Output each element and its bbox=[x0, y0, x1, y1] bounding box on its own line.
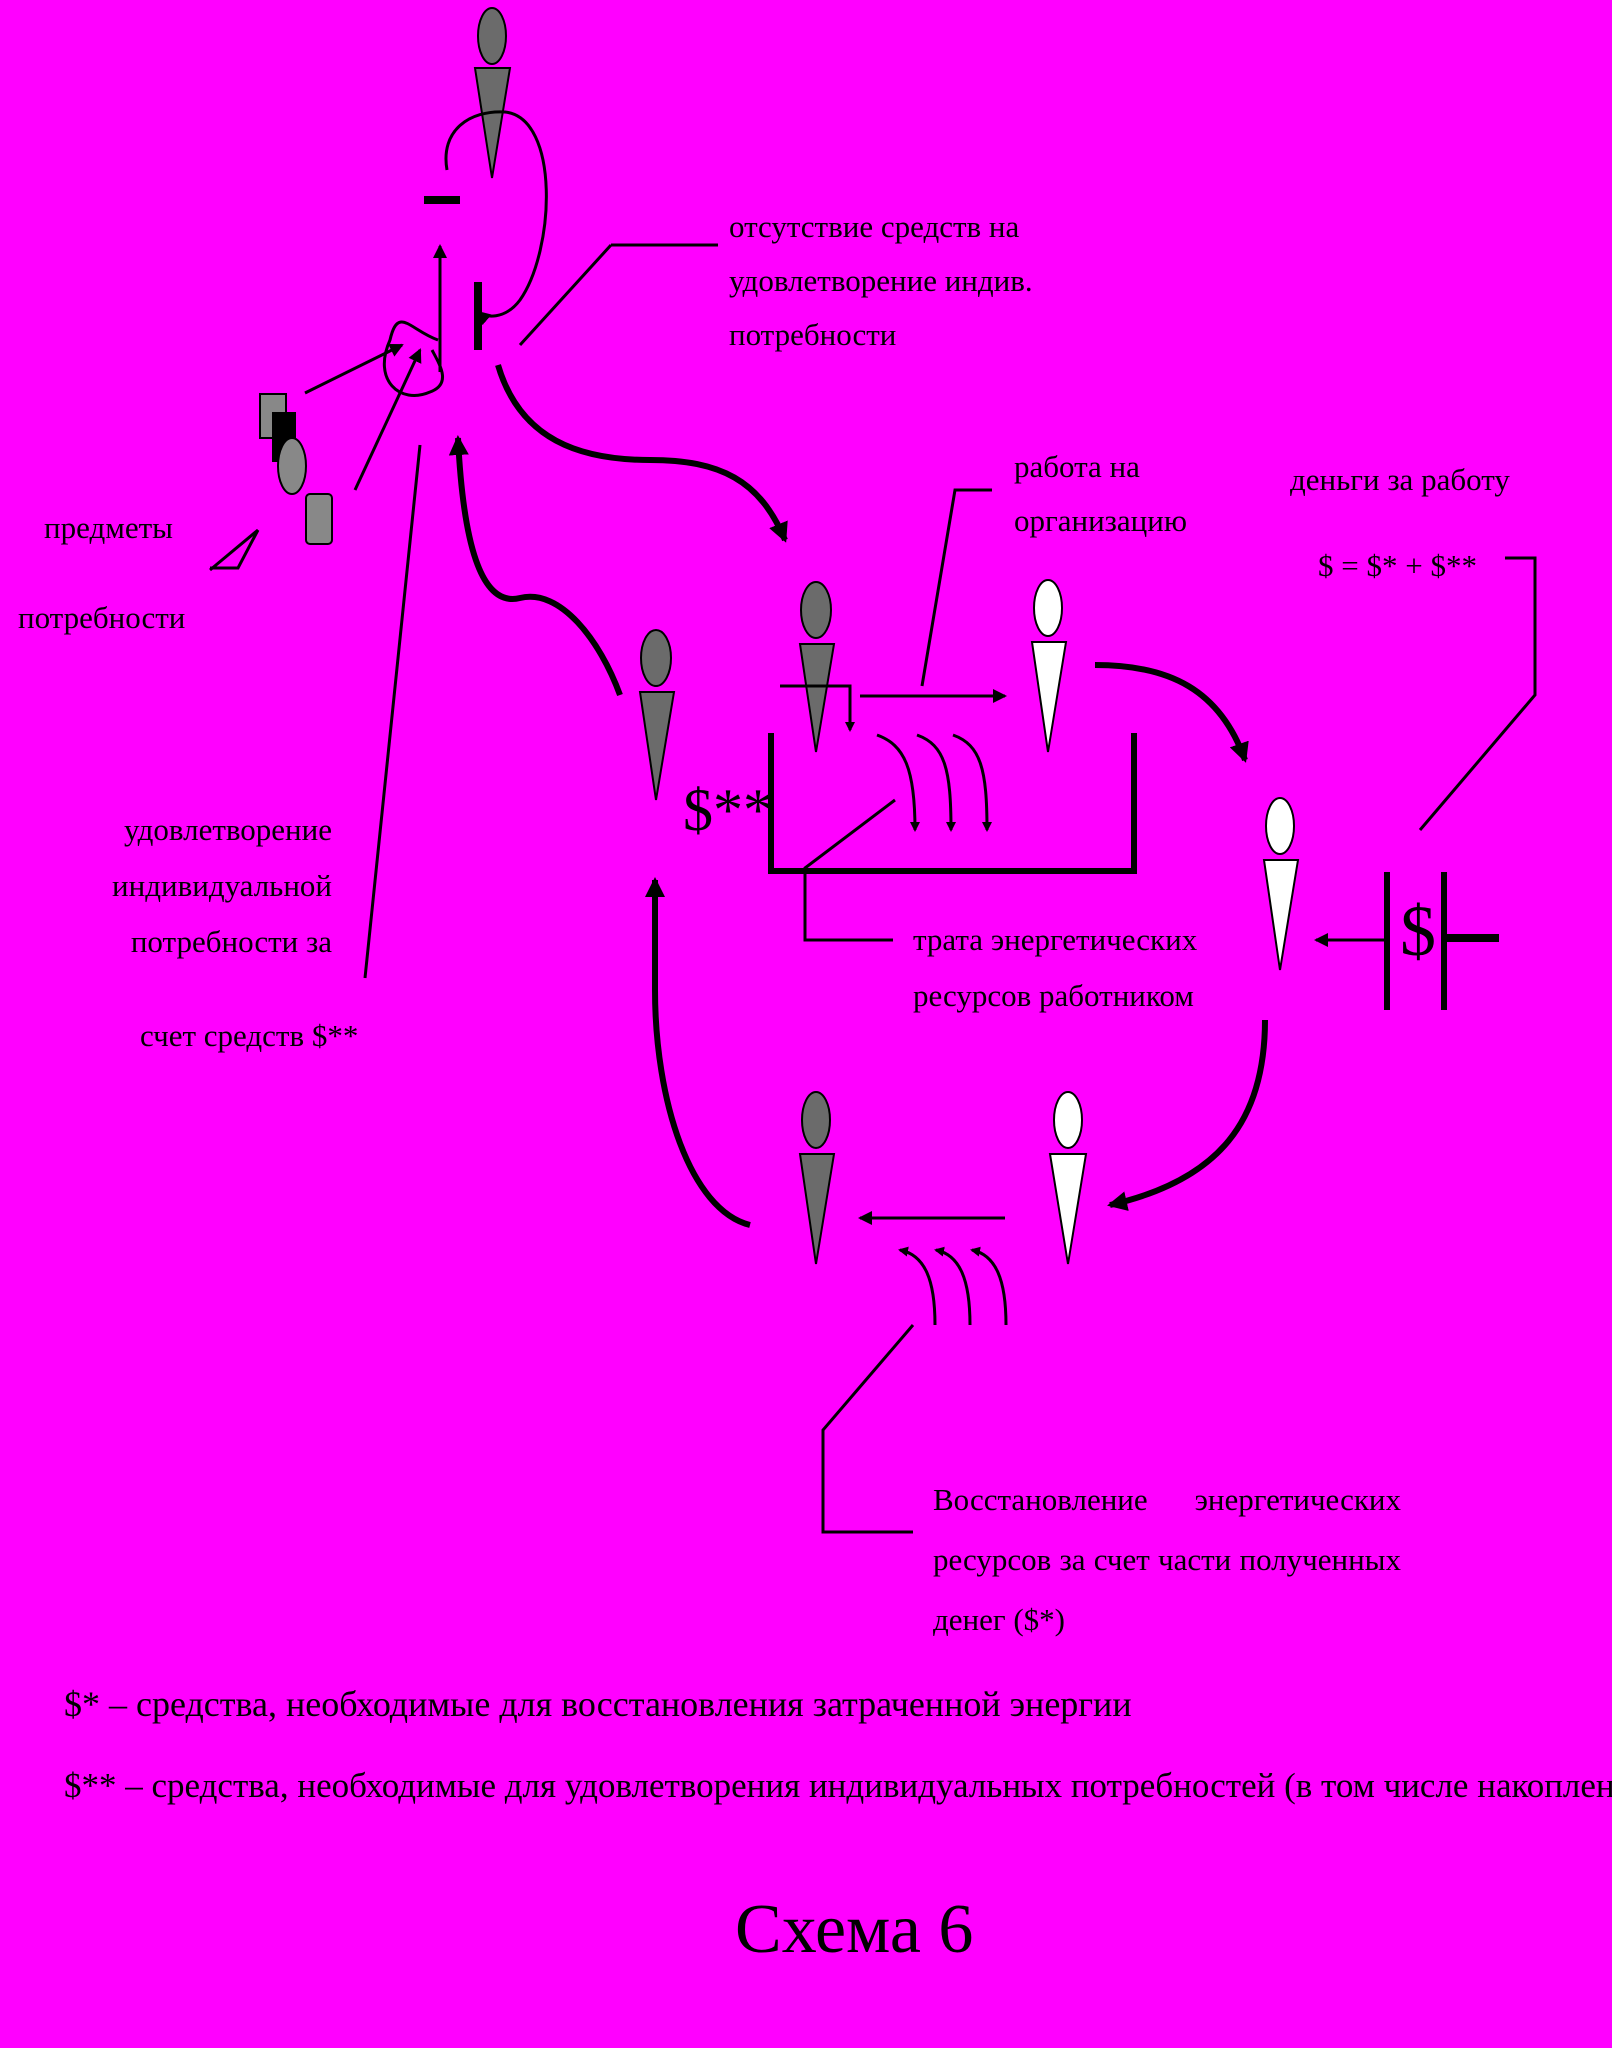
person-paid bbox=[1262, 797, 1300, 971]
path-satisfy-up bbox=[448, 435, 623, 697]
wallet-icon bbox=[1384, 872, 1499, 1010]
small-loop-left bbox=[382, 320, 444, 397]
tick-bar bbox=[474, 282, 482, 350]
leader-work-org bbox=[920, 488, 992, 687]
leader-items-h bbox=[210, 529, 260, 570]
money-formula: $ = $* + $** bbox=[1318, 548, 1477, 583]
leader-restore bbox=[821, 1324, 915, 1534]
items-up-arrow bbox=[353, 348, 422, 491]
restore-curl-3 bbox=[970, 1246, 1008, 1326]
leader-energy bbox=[803, 798, 896, 942]
lack-of-funds-label: отсутствие средств на удовлетворение инд… bbox=[729, 209, 1033, 352]
legend-line-2: $** – средства, необходимые для удовлетв… bbox=[64, 1766, 1612, 1805]
items-of-needs-label-2: потребности bbox=[18, 600, 186, 635]
person-dollar-double-star bbox=[638, 629, 676, 801]
energy-drip-1 bbox=[876, 733, 920, 832]
lack-of-funds-loop bbox=[444, 110, 548, 326]
path-org-to-pay bbox=[1094, 662, 1249, 763]
person-restoring bbox=[798, 1091, 836, 1265]
leader-money bbox=[1418, 556, 1537, 831]
person-top bbox=[473, 7, 512, 179]
satisfaction-funds-label: счет средств $** bbox=[140, 1018, 359, 1053]
energy-spend-label: трата энергетических ресурсов работником bbox=[913, 922, 1198, 1013]
restore-curl-1 bbox=[898, 1246, 937, 1326]
needs-items-icon bbox=[259, 393, 333, 545]
money-for-work-label: деньги за работу bbox=[1290, 462, 1510, 497]
legend-line-1: $* – средства, необходимые для восстанов… bbox=[64, 1684, 1132, 1724]
path-rest-up bbox=[645, 877, 751, 1228]
work-for-org-label: работа на организацию bbox=[1014, 449, 1187, 538]
dollar-double-star: $** bbox=[683, 777, 773, 843]
energy-drip-2 bbox=[916, 733, 956, 832]
energy-drip-3 bbox=[952, 733, 992, 832]
person-rested bbox=[1048, 1091, 1088, 1265]
person-working bbox=[798, 581, 836, 753]
restore-curl-2 bbox=[934, 1246, 972, 1326]
work-short-arrow bbox=[780, 684, 855, 732]
items-of-needs-label-1: предметы bbox=[44, 510, 173, 545]
leader-items bbox=[209, 528, 259, 572]
path-need-to-work bbox=[495, 364, 788, 543]
restoration-label: Восстановление энергетических ресурсов з… bbox=[933, 1482, 1401, 1637]
satisfaction-label: удовлетворение индивидуальной потребност… bbox=[112, 812, 332, 959]
leader-satisfaction bbox=[363, 444, 422, 979]
path-pay-to-rest bbox=[1107, 1019, 1268, 1211]
energy-vessel bbox=[768, 733, 1137, 874]
items-to-loop-arrow bbox=[304, 343, 404, 395]
leader-lack-1 bbox=[518, 243, 613, 347]
person-organization bbox=[1030, 579, 1068, 753]
dollar-sign: $ bbox=[1400, 891, 1436, 971]
minus-bar bbox=[424, 196, 460, 204]
scheme-caption: Схема 6 bbox=[735, 1891, 974, 1968]
